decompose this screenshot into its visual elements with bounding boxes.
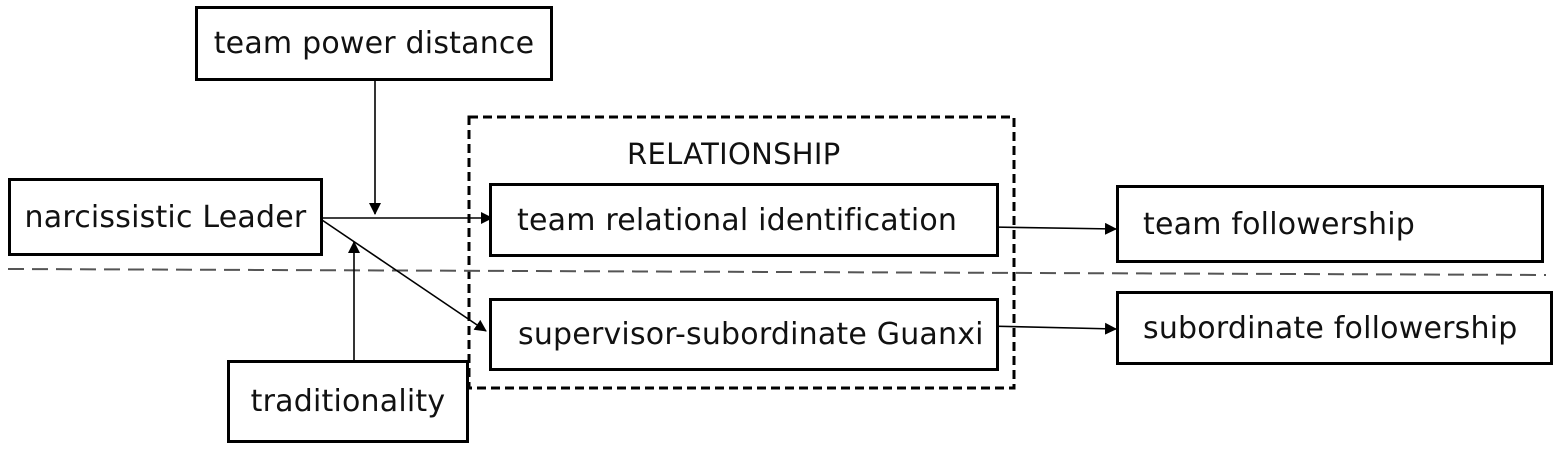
node-traditionality: traditionality xyxy=(227,360,469,443)
node-subordinate-followership: subordinate followership xyxy=(1116,291,1553,365)
level-divider-line xyxy=(7,268,1547,276)
arrow-leader-to-guanxi xyxy=(321,219,487,332)
node-team-power-distance: team power distance xyxy=(195,6,553,81)
relationship-group-label: RELATIONSHIP xyxy=(627,137,841,171)
relationship-group-border xyxy=(467,115,1016,390)
arrow-identification-to-team-followership xyxy=(989,222,1117,235)
arrow-guanxi-to-subordinate-followership xyxy=(984,322,1117,335)
node-supervisor-subordinate-guanxi: supervisor-subordinate Guanxi xyxy=(489,298,999,371)
node-team-relational-identification: team relational identification xyxy=(489,183,999,257)
node-team-followership: team followership xyxy=(1116,185,1544,263)
node-narcissistic-leader: narcissistic Leader xyxy=(8,178,323,256)
